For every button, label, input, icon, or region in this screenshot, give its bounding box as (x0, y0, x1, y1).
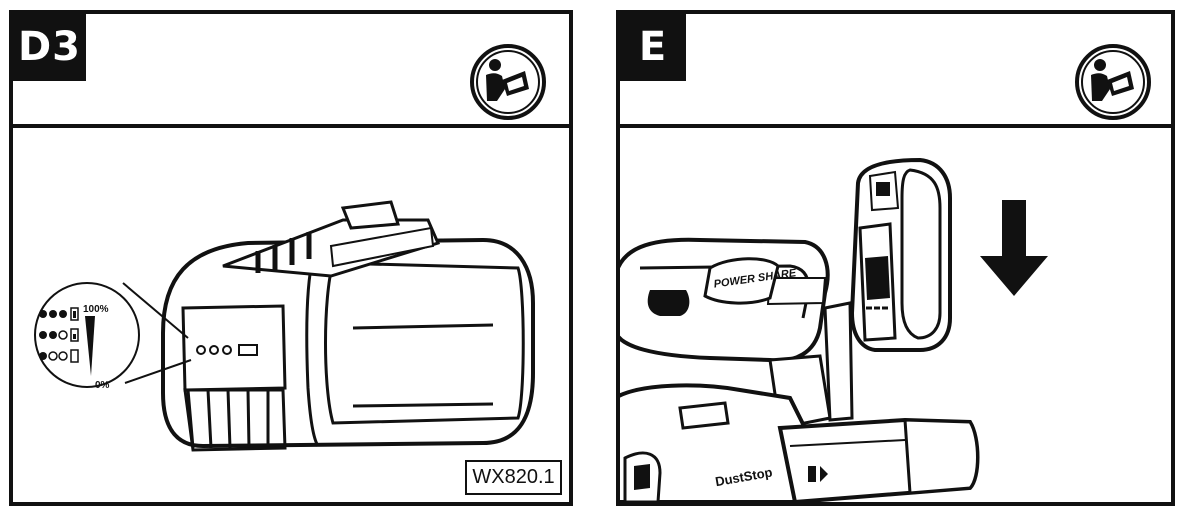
model-code-box: WX820.1 (465, 460, 562, 495)
panel-header: E (620, 14, 1171, 128)
tool-illustration: POWER SHARE DustStop (620, 157, 1048, 502)
read-manual-icon (1075, 44, 1151, 120)
battery-illustration: 100% 0% (34, 200, 535, 452)
panel-d3: D3 (9, 10, 573, 506)
panel-body: 100% 0% WX820.1 (13, 128, 569, 502)
charge-max-label: 100% (83, 304, 109, 315)
panel-body: POWER SHARE DustStop (620, 128, 1171, 502)
step-label: D3 (13, 14, 86, 81)
read-manual-icon (470, 44, 546, 120)
charge-min-label: 0% (95, 380, 110, 391)
panel-header: D3 (13, 14, 569, 128)
panel-e: E POWER SHARE (616, 10, 1175, 506)
step-label: E (620, 14, 686, 81)
